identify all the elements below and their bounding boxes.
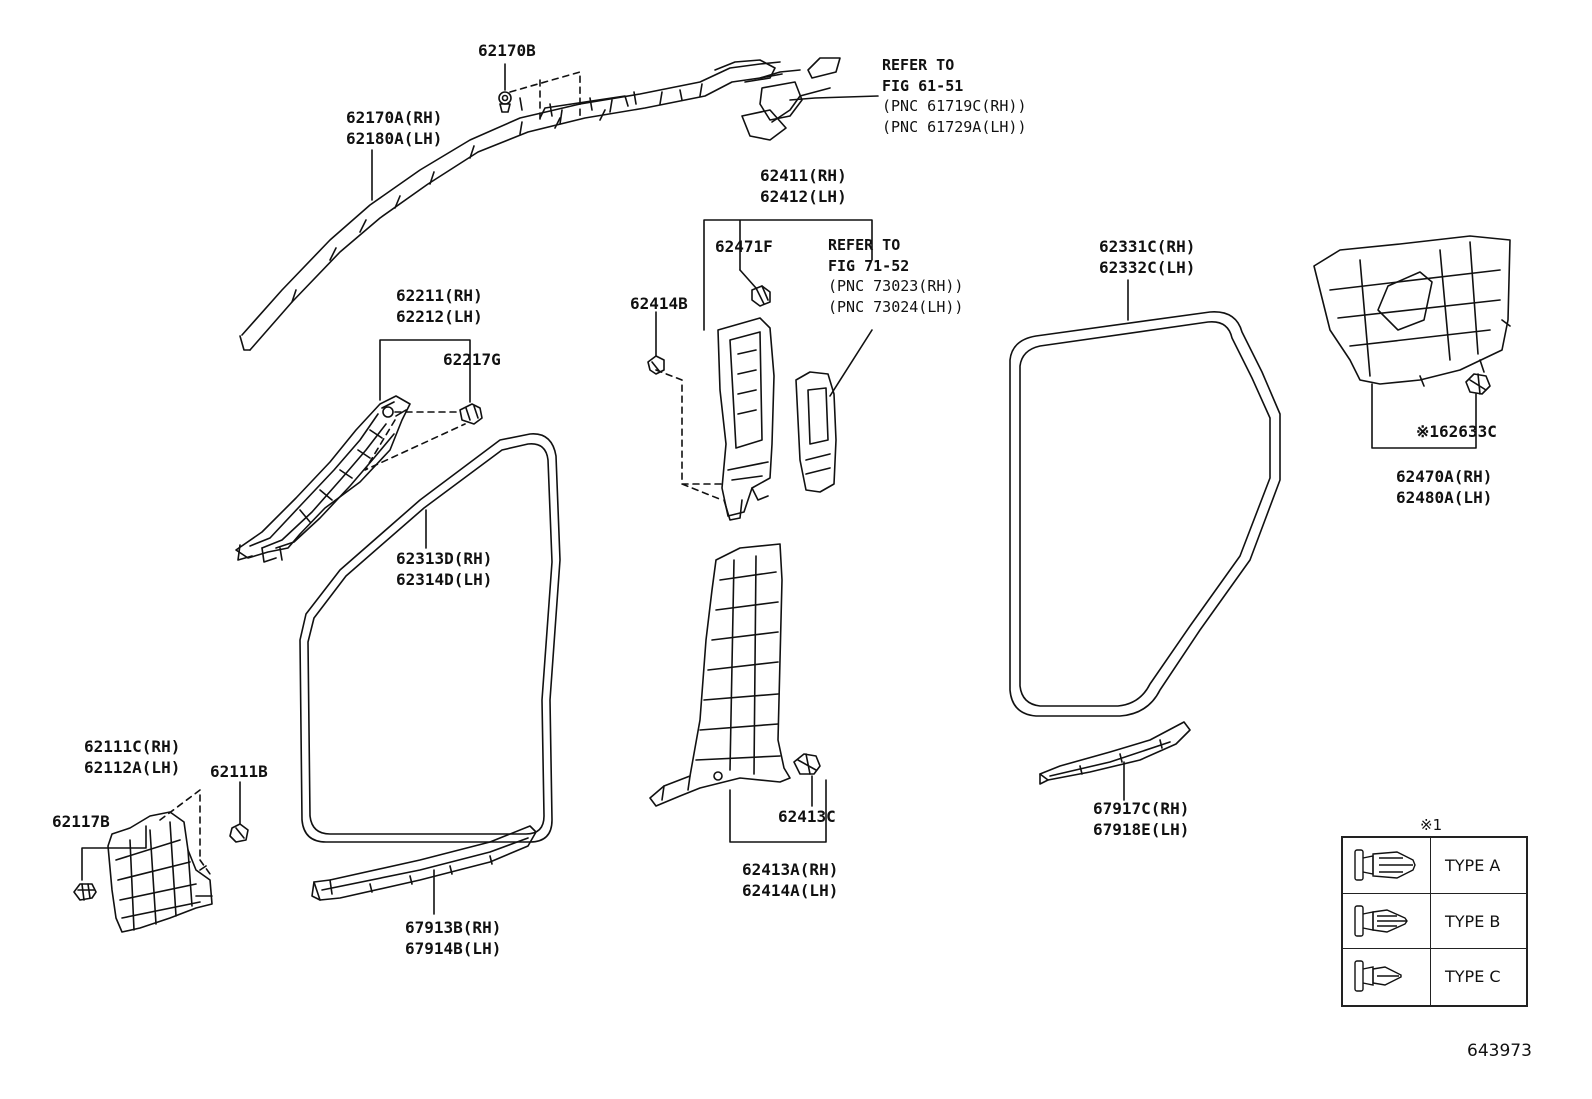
legend-type-b-label: TYPE B (1445, 911, 1501, 931)
leader-62471f (739, 269, 757, 289)
label-62211: 62211(RH)62212(LH) (396, 286, 483, 326)
clip-type-b-icon (1343, 893, 1431, 949)
clip-62633c-drawing (1465, 373, 1491, 395)
front-pillar-garnish-drawing (235, 395, 411, 563)
label-62170a: 62170A(RH)62180A(LH) (346, 108, 443, 148)
clip-62413c-drawing (793, 753, 821, 775)
legend-row-type-b: TYPE B (1343, 893, 1526, 950)
leader-refer-airbag (789, 95, 879, 101)
front-door-weatherstrip-drawing (299, 433, 561, 843)
leader-62111c (81, 825, 147, 881)
clip-62471f-drawing (751, 285, 771, 307)
label-62413c: 62413C (778, 807, 836, 826)
refer-note-airbag: REFER TO FIG 61-51 (PNC 61719C(RH)) (PNC… (882, 56, 1027, 136)
rear-scuff-plate-drawing (1039, 721, 1191, 785)
clip-62111b-drawing (229, 823, 249, 843)
label-62331c: 62331C(RH)62332C(LH) (1099, 237, 1196, 277)
clip-62117b-drawing (73, 883, 97, 901)
legend-row-type-a: TYPE A (1343, 838, 1526, 894)
label-67917c: 67917C(RH)67918E(LH) (1093, 799, 1190, 839)
clip-type-a-icon (1343, 838, 1431, 893)
dashed-guide (364, 411, 466, 471)
label-62470a: 62470A(RH)62480A(LH) (1396, 467, 1493, 507)
legend-mark: ※1 (1420, 816, 1443, 834)
label-62117b: 62117B (52, 812, 110, 831)
curtain-airbag-drawing (239, 57, 841, 351)
legend-type-c-label: TYPE C (1445, 967, 1501, 987)
center-pillar-upper-garnish-drawing (717, 317, 775, 521)
label-62471f: 62471F (715, 237, 773, 256)
label-62411: 62411(RH)62412(LH) (760, 166, 847, 206)
label-62313d: 62313D(RH)62314D(LH) (396, 549, 493, 589)
label-62170b: 62170B (478, 41, 536, 60)
leader-62470a (1371, 383, 1477, 449)
clip-62217g-drawing (459, 403, 483, 425)
leader-62413a (729, 779, 827, 843)
legend-row-type-c: TYPE C (1343, 949, 1526, 1005)
legend-type-a-label: TYPE A (1445, 856, 1501, 875)
label-62414b: 62414B (630, 294, 688, 313)
seat-belt-cover-drawing (795, 371, 837, 493)
cowl-side-trim-drawing (107, 811, 213, 933)
leader-62411 (703, 219, 873, 397)
label-62217g: 62217G (443, 350, 501, 369)
clip-62414b-drawing (647, 355, 665, 375)
label-62111b: 62111B (210, 762, 268, 781)
diagram-id: 643973 (1467, 1041, 1532, 1061)
label-62413a: 62413A(RH)62414A(LH) (742, 860, 839, 900)
clip-type-c-icon (1343, 949, 1431, 1005)
label-62633c: ※162633C (1416, 422, 1497, 441)
refer-note-belt: REFER TO FIG 71-52 (PNC 73023(RH)) (PNC … (828, 236, 964, 316)
dashed-guide (509, 71, 581, 121)
rear-door-weatherstrip-drawing (1009, 311, 1281, 717)
center-pillar-lower-garnish-drawing (649, 543, 791, 807)
label-67913b: 67913B(RH)67914B(LH) (405, 918, 502, 958)
rear-quarter-trim-drawing (1313, 235, 1511, 387)
front-scuff-plate-drawing (311, 825, 537, 901)
dashed-guide (159, 789, 211, 875)
dashed-guide (655, 369, 723, 501)
label-62111c: 62111C(RH)62112A(LH) (84, 737, 181, 777)
clip-type-legend: TYPE A TYPE B TYPE C (1341, 836, 1528, 1007)
leader-62211 (379, 339, 471, 403)
